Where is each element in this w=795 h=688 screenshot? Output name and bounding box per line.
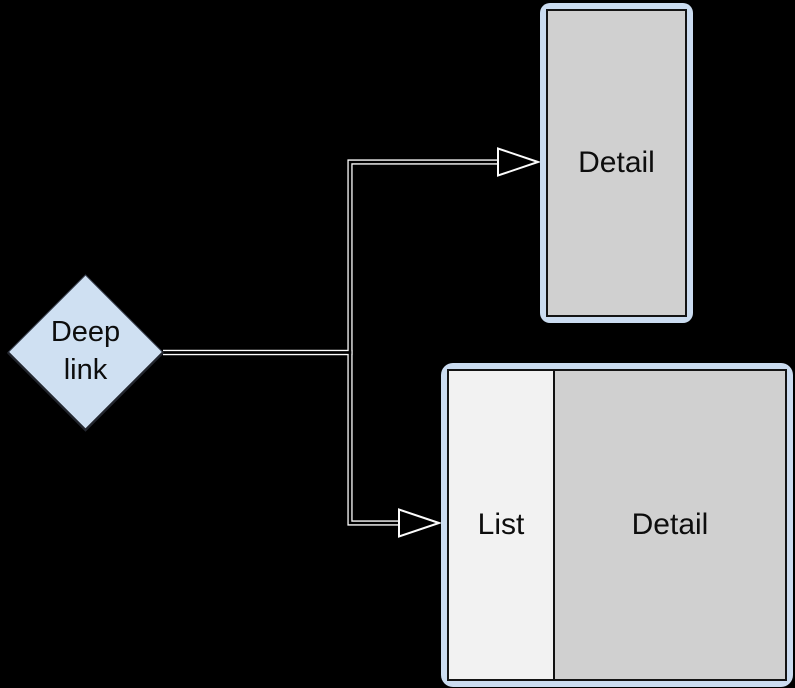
arrowhead-bottom-icon [398,508,443,538]
detail-pane-label: Detail [631,508,709,541]
list-pane: List [449,371,555,679]
connector-top [163,160,500,354]
list-detail-card-body: List Detail [447,369,787,681]
arrowhead-top-icon [497,147,542,177]
deep-link-label: Deep link [50,316,121,386]
list-detail-card: List Detail [441,363,793,687]
connector-bottom [163,351,401,525]
detail-card-body: Detail [546,9,687,317]
detail-card: Detail [540,3,693,323]
connector-top-outline [163,159,500,356]
detail-pane: Detail [555,371,785,679]
detail-card-label: Detail [578,146,655,179]
connector-bottom-outline [163,349,401,526]
deep-link-node-shadow-edge [7,351,164,432]
list-pane-label: List [477,508,525,541]
